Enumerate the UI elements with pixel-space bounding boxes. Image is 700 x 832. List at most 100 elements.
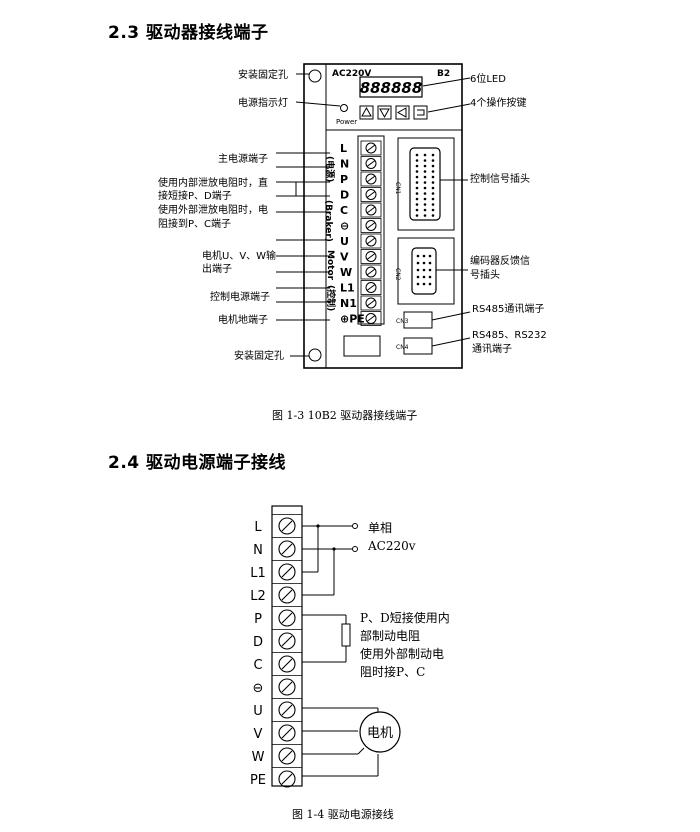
- terminal-screw-icon: [278, 563, 296, 581]
- terminal-screw-icon: [365, 220, 377, 231]
- cn2-pin: [422, 282, 426, 286]
- button-enter-icon: [413, 105, 428, 120]
- terminal-screw-icon: [365, 189, 377, 200]
- terminal-label: W: [340, 266, 352, 279]
- button-down-icon: [377, 105, 392, 120]
- terminal-label: V: [340, 251, 349, 264]
- terminal-label: N: [340, 158, 349, 171]
- label-ctrl-plug: 控制信号插头: [470, 172, 530, 185]
- cn1-pin: [415, 153, 419, 157]
- label-4-buttons: 4个操作按键: [470, 96, 526, 109]
- cn1-pin: [423, 175, 427, 179]
- terminal-cell: [360, 218, 382, 233]
- group-label-mains: (电源): [324, 156, 336, 182]
- terminal-label: ⊖: [253, 681, 264, 696]
- terminal-label: L2: [250, 589, 266, 604]
- cn1-pin: [415, 170, 419, 173]
- cn1-pin: [415, 192, 419, 195]
- cn2-pin: [416, 282, 420, 286]
- label-rs485-232-1: RS485、RS232: [472, 330, 547, 341]
- button-up-icon: [359, 105, 374, 120]
- cn1-pin: [415, 186, 419, 190]
- label-external-brake-1: 使用外部泄放电阻时，电: [158, 203, 268, 216]
- terminal-cell: [360, 202, 382, 218]
- cn1-pin: [423, 153, 427, 157]
- led-display: [359, 76, 423, 98]
- cn1-pin: [431, 164, 435, 168]
- terminal-cell: [360, 233, 382, 249]
- wiring: [302, 525, 379, 777]
- label-internal-brake-1: 使用内部泄放电阻时，直: [158, 176, 268, 189]
- cn3-label: CN3: [396, 318, 409, 325]
- terminal-block: [357, 135, 385, 326]
- label-encoder-2: 号插头: [470, 268, 500, 281]
- brake-note-3: 使用外部制动电: [360, 646, 444, 661]
- cn1-pin: [423, 164, 427, 168]
- section-heading-2-3: 2.3 驱动器接线端子: [108, 23, 269, 43]
- cn1-pin: [415, 208, 419, 212]
- terminal-screw-icon: [278, 632, 296, 650]
- cn1-pin: [431, 175, 435, 179]
- terminal-screw-icon: [278, 655, 296, 673]
- supply-label-1: 单相: [368, 521, 392, 535]
- terminal-screw-icon: [365, 173, 377, 185]
- cn1-pin: [423, 181, 427, 184]
- bottom-window: [343, 335, 381, 357]
- cn2-pin: [422, 275, 426, 279]
- label-main-power: 主电源端子: [218, 152, 268, 165]
- terminal-label: PE: [250, 773, 266, 788]
- cn2-connector-icon: [411, 247, 437, 295]
- terminal-screw-icon: [365, 158, 377, 169]
- terminal-label: L: [254, 520, 262, 535]
- terminal-label: ⊕PE: [340, 313, 365, 326]
- cn1-pin: [431, 170, 435, 173]
- label-external-brake-2: 阻接到P、C端子: [158, 217, 231, 230]
- terminal-screw-icon: [278, 770, 296, 788]
- cn1-pin: [415, 214, 419, 217]
- supply-terminal-l-icon: [352, 523, 358, 529]
- figure-caption-1-4: 图 1-4 驱动电源接线: [292, 808, 394, 821]
- label-mount-bottom: 安装固定孔: [234, 349, 284, 362]
- model-suffix: B2: [437, 69, 450, 79]
- cn1-pin: [423, 208, 427, 212]
- cn1-pin: [431, 208, 435, 212]
- terminal-cell: [360, 280, 382, 295]
- cn1-pin: [423, 159, 427, 162]
- cn4-label: CN4: [396, 344, 409, 351]
- cn2-pin: [428, 254, 432, 258]
- terminal-label: U: [340, 235, 349, 248]
- cn2-pin: [416, 254, 420, 258]
- terminal-screw-icon: [278, 724, 296, 742]
- cn2-pin: [422, 268, 426, 272]
- cn2-pin: [428, 261, 432, 265]
- motor-icon: [359, 711, 401, 753]
- terminal-screw-icon: [365, 235, 377, 247]
- terminal-screw-icon: [365, 266, 377, 278]
- cn2-pin: [428, 275, 432, 279]
- cn1-pin: [423, 192, 427, 195]
- label-motor-out-2: 出端子: [202, 262, 232, 275]
- terminal-screw-icon: [365, 251, 377, 262]
- cn2-frame: [397, 237, 455, 305]
- terminal-screw-icon: [365, 297, 377, 309]
- cn1-pin: [415, 181, 419, 184]
- cn1-pin: [423, 214, 427, 217]
- terminal-label: P: [254, 612, 262, 627]
- drive-body: [303, 63, 463, 369]
- cn2-pin: [428, 282, 432, 286]
- terminal-label: D: [253, 635, 263, 650]
- brake-note-1: P、D短接使用内: [360, 610, 450, 625]
- terminal-label: ⊖: [340, 220, 349, 233]
- cn1-pin: [431, 197, 435, 201]
- cn2-pin: [422, 254, 426, 258]
- terminal-label: W: [252, 750, 265, 765]
- motor-label: 电机: [367, 726, 393, 741]
- cn1-connector-icon: [409, 147, 441, 221]
- group-label-ctrl: (控制): [325, 285, 337, 311]
- cn1-pin: [415, 175, 419, 179]
- cn1-pin: [431, 192, 435, 195]
- label-power-led: 电源指示灯: [238, 96, 288, 109]
- label-motor-out-1: 电机U、V、W输: [202, 249, 276, 262]
